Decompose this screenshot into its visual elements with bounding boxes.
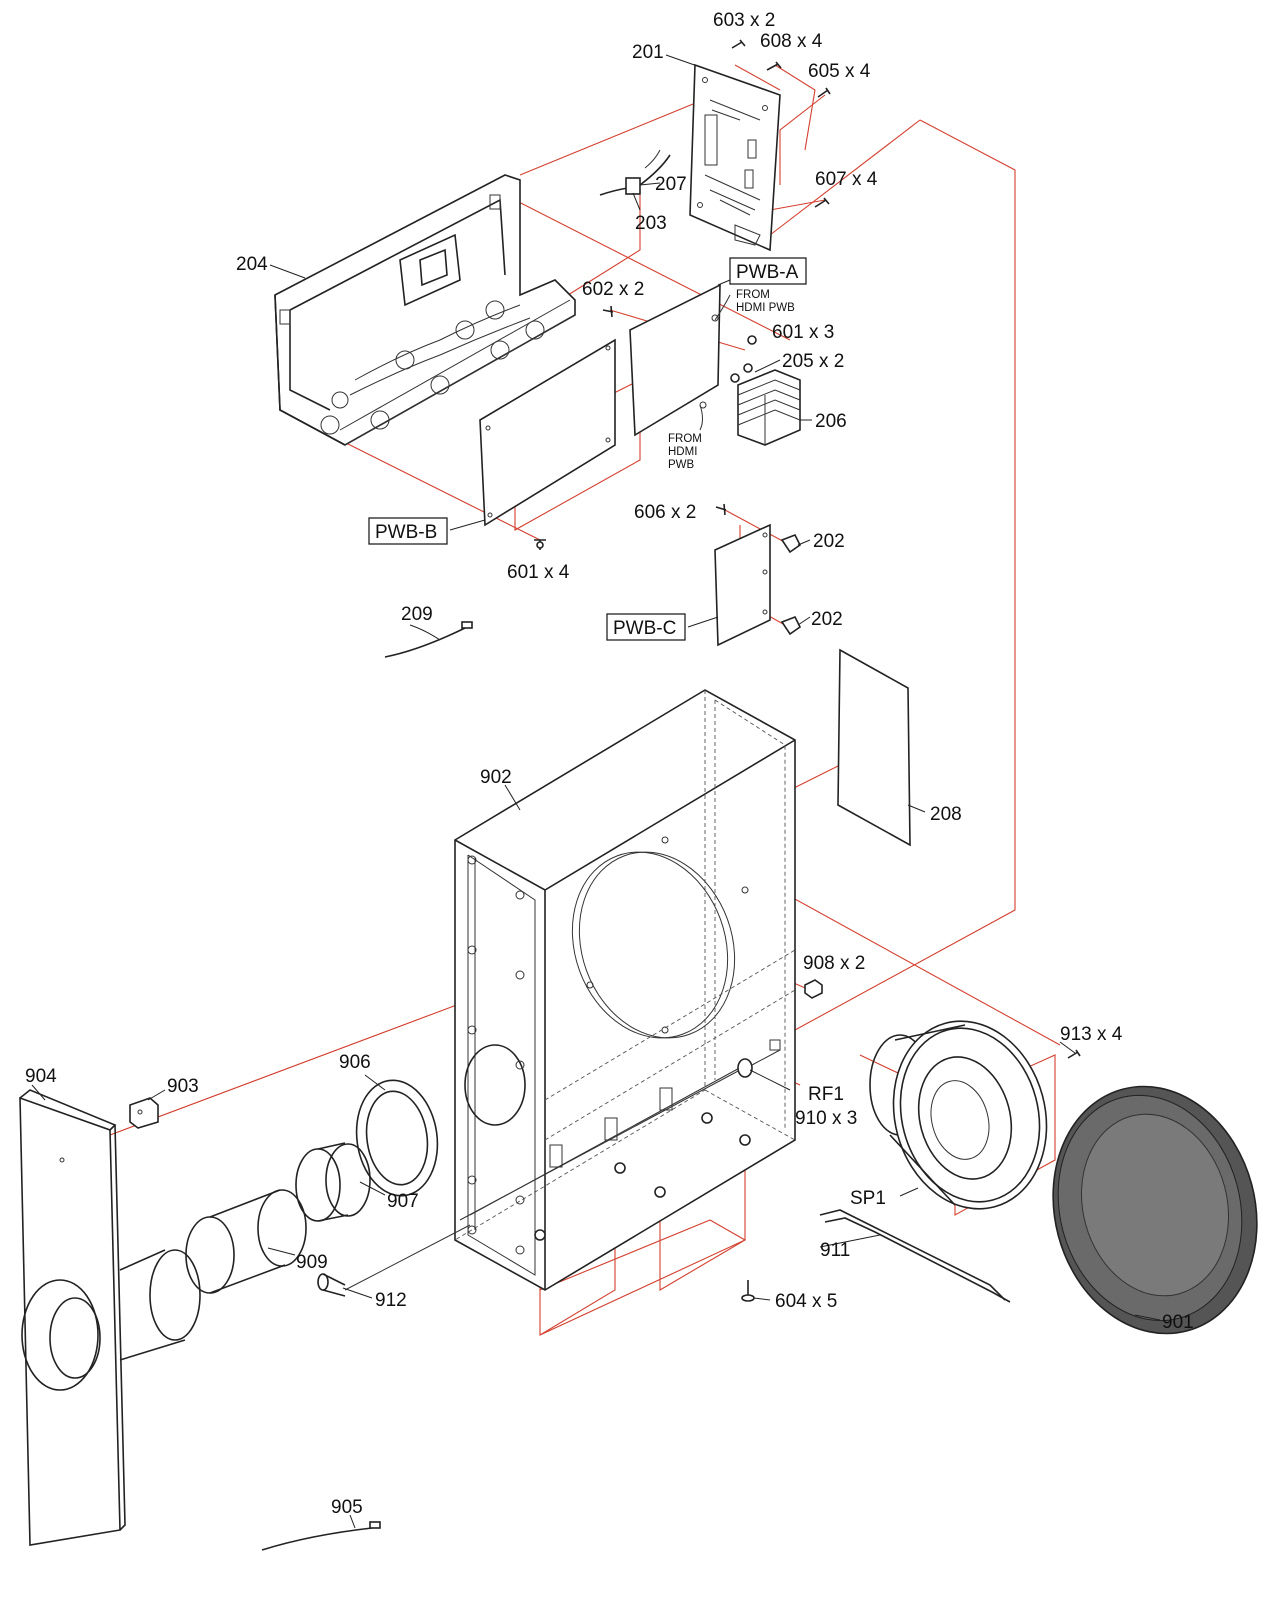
label-from-b-line3: PWB <box>668 459 695 471</box>
label-pwb-b: PWB-B <box>375 522 437 543</box>
label-pwb-a: PWB-A <box>736 262 799 283</box>
label-601-x3: 601 x 3 <box>772 322 834 343</box>
label-913: 913 x 4 <box>1060 1024 1123 1045</box>
woofer-sp1 <box>869 1020 1048 1210</box>
label-202-top: 202 <box>813 531 845 552</box>
duct-909 <box>185 1189 307 1294</box>
label-910: 910 x 3 <box>795 1108 857 1129</box>
label-rf1: RF1 <box>808 1084 844 1105</box>
label-606: 606 x 2 <box>634 502 696 523</box>
label-603: 603 x 2 <box>713 10 775 31</box>
brackets-202 <box>780 533 802 636</box>
wire-905 <box>261 1521 381 1551</box>
pwb-b-board <box>479 338 616 527</box>
label-911: 911 <box>820 1240 850 1261</box>
label-602: 602 x 2 <box>582 279 644 300</box>
label-sp1: SP1 <box>850 1188 886 1209</box>
bracket-903 <box>129 1097 159 1129</box>
label-pwb-c: PWB-C <box>613 618 676 639</box>
label-601-x4: 601 x 4 <box>507 562 570 583</box>
label-604: 604 x 5 <box>775 1291 837 1312</box>
label-208: 208 <box>930 804 962 825</box>
label-905: 905 <box>331 1497 363 1518</box>
pwb-c-board <box>714 523 771 647</box>
label-from-a-line2: HDMI PWB <box>736 302 795 314</box>
label-904: 904 <box>25 1066 57 1087</box>
label-605: 605 x 4 <box>808 61 871 82</box>
label-from-b-line1: FROM <box>668 433 702 445</box>
label-902: 902 <box>480 767 512 788</box>
sleeve-907 <box>295 1142 371 1222</box>
screw-601-x4 <box>534 539 546 550</box>
label-207: 207 <box>655 174 687 195</box>
pwb-201-board <box>689 63 781 252</box>
label-908: 908 x 2 <box>803 953 865 974</box>
cable-911 <box>819 1209 1011 1303</box>
part-labels: 603 x 2 608 x 4 605 x 4 201 607 x 4 207 … <box>25 10 1194 1518</box>
label-202-bottom: 202 <box>811 609 843 630</box>
label-205: 205 x 2 <box>782 351 844 372</box>
label-201: 201 <box>632 42 664 63</box>
connector-912 <box>317 1224 471 1297</box>
leader-lines <box>31 54 1161 1529</box>
label-912: 912 <box>375 1290 407 1311</box>
heatsink-206 <box>737 369 801 446</box>
pwb-c-label-box <box>606 613 686 641</box>
label-903: 903 <box>167 1076 199 1097</box>
label-901: 901 <box>1162 1312 1194 1333</box>
screw-913 <box>1067 1049 1081 1059</box>
screws-603-608-605-607 <box>731 39 831 208</box>
front-baffle-904 <box>19 1089 126 1546</box>
wire-209 <box>384 621 473 658</box>
label-206: 206 <box>815 411 847 432</box>
enclosure-902 <box>454 689 796 1291</box>
sheet-208 <box>837 648 911 847</box>
screw-606 <box>715 503 727 516</box>
grille-901 <box>1052 1085 1258 1335</box>
ferrite-rf1 <box>737 1039 781 1078</box>
connector-203 <box>599 149 671 196</box>
duct-rear <box>119 1249 201 1361</box>
pwb-a-label-box <box>729 257 807 285</box>
label-204: 204 <box>236 254 268 275</box>
nuts-910 <box>534 1112 751 1241</box>
spacers-205 <box>730 363 753 383</box>
label-906: 906 <box>339 1052 371 1073</box>
pwb-a-board <box>629 283 731 437</box>
label-907: 907 <box>387 1191 419 1212</box>
ring-906 <box>355 1079 439 1197</box>
label-from-b-line2: HDMI <box>668 446 697 458</box>
spacer-908 <box>804 979 823 999</box>
chassis-bracket-204 <box>274 174 576 446</box>
label-209: 209 <box>401 604 433 625</box>
label-608: 608 x 4 <box>760 31 823 52</box>
label-from-a-line1: FROM <box>736 289 770 301</box>
label-909: 909 <box>296 1252 328 1273</box>
label-203: 203 <box>635 213 667 234</box>
label-607: 607 x 4 <box>815 169 878 190</box>
pwb-b-label-box <box>368 517 448 545</box>
screw-604 <box>741 1280 755 1302</box>
screws-602-601 <box>602 305 757 345</box>
